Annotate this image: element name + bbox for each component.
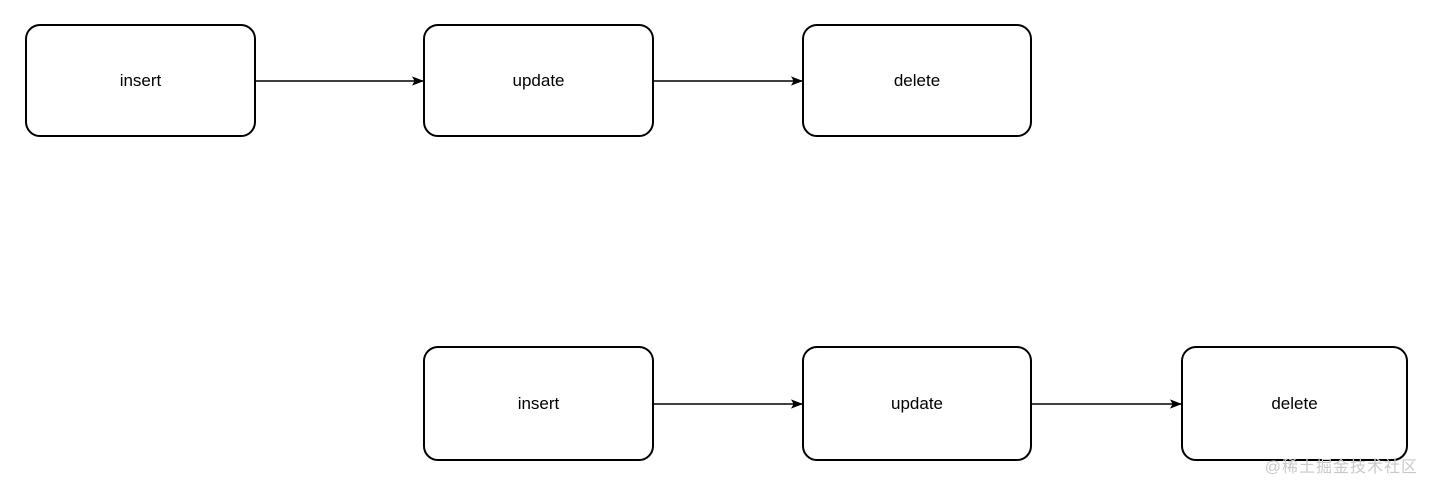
flow-node[interactable]: delete bbox=[1181, 346, 1408, 461]
node-shape[interactable] bbox=[802, 346, 1032, 461]
node-label: update bbox=[891, 394, 943, 413]
node-shape[interactable] bbox=[423, 346, 654, 461]
node-shape[interactable] bbox=[423, 24, 654, 137]
node-shape[interactable] bbox=[25, 24, 256, 137]
node-label: insert bbox=[120, 71, 162, 90]
node-shape[interactable] bbox=[802, 24, 1032, 137]
flow-node[interactable]: insert bbox=[423, 346, 654, 461]
node-label: insert bbox=[518, 394, 560, 413]
edges-layer bbox=[255, 76, 1182, 409]
flow-node[interactable]: delete bbox=[802, 24, 1032, 137]
flow-node[interactable]: update bbox=[423, 24, 654, 137]
node-label: delete bbox=[1271, 394, 1317, 413]
node-label: delete bbox=[894, 71, 940, 90]
watermark-label: @稀土掘金技术社区 bbox=[1265, 458, 1418, 476]
nodes-layer: insert update delete insert update delete bbox=[25, 24, 1408, 461]
flow-node[interactable]: update bbox=[802, 346, 1032, 461]
node-shape[interactable] bbox=[1181, 346, 1408, 461]
node-label: update bbox=[513, 71, 565, 90]
flow-node[interactable]: insert bbox=[25, 24, 256, 137]
